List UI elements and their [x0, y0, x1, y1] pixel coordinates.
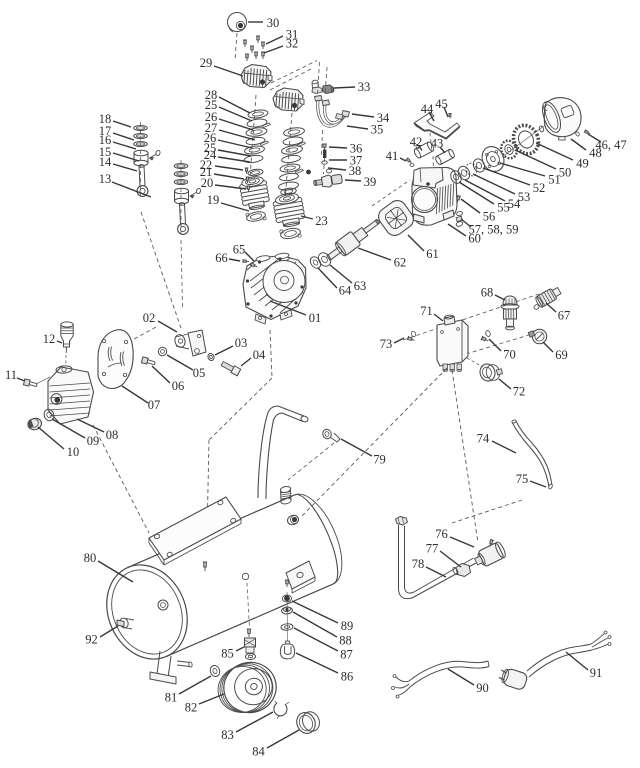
svg-text:18: 18: [99, 112, 112, 126]
svg-text:03: 03: [235, 336, 248, 350]
svg-text:85: 85: [221, 647, 234, 661]
svg-text:52: 52: [533, 181, 546, 195]
svg-text:39: 39: [364, 175, 377, 189]
svg-text:55: 55: [497, 201, 510, 215]
svg-text:62: 62: [394, 256, 407, 270]
svg-text:80: 80: [84, 551, 97, 565]
svg-text:71: 71: [420, 304, 433, 318]
svg-text:46, 47: 46, 47: [595, 138, 626, 152]
svg-text:76: 76: [435, 527, 448, 541]
svg-text:91: 91: [590, 666, 603, 680]
svg-text:25: 25: [204, 141, 217, 155]
svg-text:22: 22: [200, 158, 213, 172]
svg-text:73: 73: [380, 337, 393, 351]
svg-text:50: 50: [559, 166, 572, 180]
svg-text:81: 81: [165, 691, 178, 705]
svg-text:89: 89: [341, 619, 354, 633]
svg-text:06: 06: [172, 379, 185, 393]
svg-text:68: 68: [481, 286, 494, 300]
svg-text:70: 70: [503, 348, 516, 362]
svg-text:38: 38: [349, 164, 362, 178]
svg-text:61: 61: [426, 247, 439, 261]
svg-text:36: 36: [350, 142, 363, 156]
svg-text:75: 75: [516, 472, 529, 486]
svg-text:25: 25: [205, 98, 218, 112]
svg-text:26: 26: [204, 131, 217, 145]
svg-text:86: 86: [341, 670, 354, 684]
svg-text:35: 35: [371, 123, 384, 137]
svg-text:87: 87: [340, 648, 353, 662]
svg-text:72: 72: [513, 385, 526, 399]
svg-text:27: 27: [205, 121, 218, 135]
svg-text:19: 19: [207, 193, 220, 207]
svg-text:28: 28: [205, 88, 218, 102]
svg-text:67: 67: [558, 308, 571, 322]
svg-text:51: 51: [548, 172, 561, 186]
svg-text:79: 79: [373, 453, 386, 467]
svg-text:82: 82: [185, 701, 198, 715]
svg-text:77: 77: [426, 542, 439, 556]
svg-text:84: 84: [252, 745, 265, 759]
svg-text:09: 09: [87, 434, 100, 448]
svg-text:60: 60: [468, 232, 481, 246]
svg-text:32: 32: [286, 37, 299, 51]
svg-text:44: 44: [421, 102, 434, 116]
svg-text:05: 05: [193, 366, 206, 380]
svg-text:01: 01: [309, 311, 322, 325]
svg-text:17: 17: [99, 124, 112, 138]
svg-text:54: 54: [508, 197, 521, 211]
svg-text:66: 66: [215, 251, 228, 265]
svg-text:45: 45: [435, 97, 448, 111]
svg-text:90: 90: [476, 681, 489, 695]
svg-text:34: 34: [377, 111, 390, 125]
svg-text:21: 21: [200, 165, 213, 179]
svg-text:83: 83: [221, 728, 234, 742]
svg-text:78: 78: [412, 557, 425, 571]
svg-text:49: 49: [576, 157, 589, 171]
svg-text:48: 48: [589, 146, 602, 160]
svg-text:24: 24: [204, 148, 217, 162]
svg-text:65: 65: [233, 243, 246, 257]
svg-text:30: 30: [267, 16, 280, 30]
svg-text:31: 31: [286, 28, 299, 42]
svg-text:12: 12: [43, 332, 56, 346]
svg-text:04: 04: [253, 348, 266, 362]
svg-text:42: 42: [410, 135, 423, 149]
svg-text:74: 74: [477, 432, 490, 446]
svg-text:92: 92: [85, 633, 98, 647]
svg-text:10: 10: [67, 445, 80, 459]
svg-text:26: 26: [205, 110, 218, 124]
svg-text:08: 08: [106, 428, 119, 442]
svg-text:14: 14: [99, 155, 112, 169]
svg-text:20: 20: [201, 176, 214, 190]
svg-text:57, 58, 59: 57, 58, 59: [469, 222, 519, 236]
svg-text:29: 29: [200, 56, 213, 70]
svg-text:64: 64: [339, 284, 352, 298]
svg-text:37: 37: [350, 154, 363, 168]
svg-text:07: 07: [148, 398, 161, 412]
svg-text:41: 41: [386, 149, 399, 163]
svg-text:69: 69: [555, 348, 568, 362]
svg-text:11: 11: [5, 368, 17, 382]
svg-text:16: 16: [99, 133, 112, 147]
svg-text:02: 02: [143, 311, 156, 325]
svg-text:15: 15: [99, 145, 112, 159]
svg-text:13: 13: [99, 172, 112, 186]
svg-text:88: 88: [339, 634, 352, 648]
svg-text:53: 53: [518, 190, 531, 204]
svg-text:23: 23: [315, 214, 328, 228]
svg-text:56: 56: [483, 210, 496, 224]
svg-text:63: 63: [354, 279, 367, 293]
svg-text:33: 33: [358, 80, 371, 94]
